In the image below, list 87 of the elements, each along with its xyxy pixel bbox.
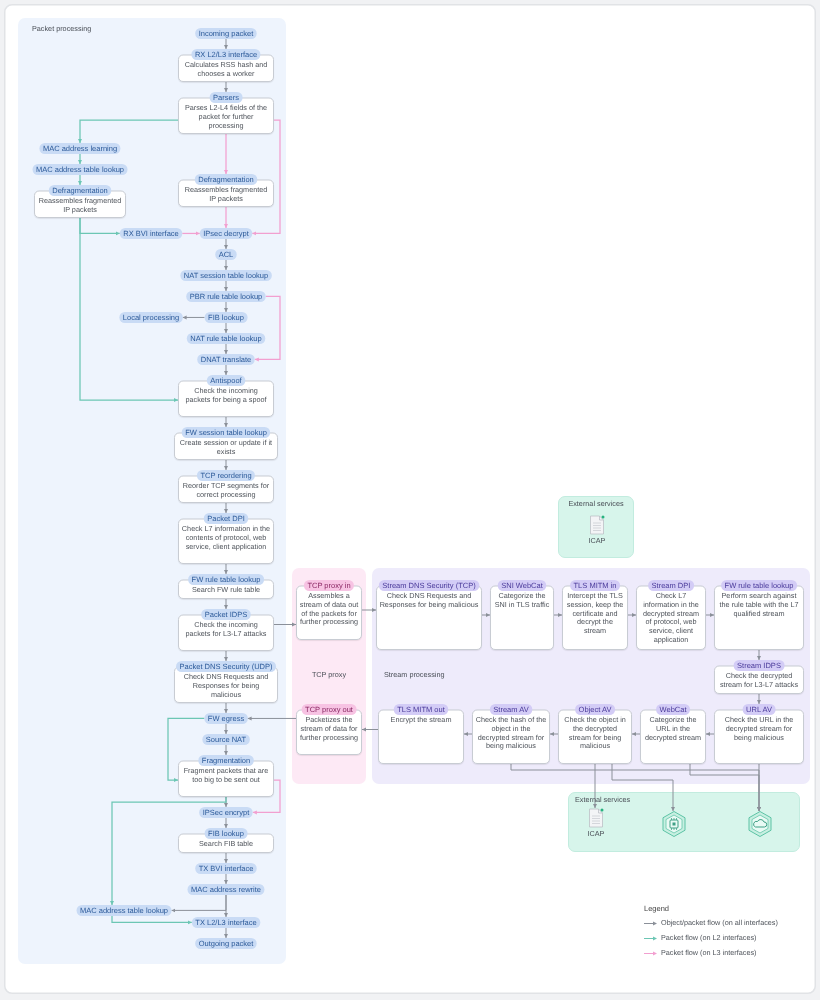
flow-arrow (171, 894, 227, 913)
flow-arrow (549, 732, 559, 736)
flow-arrow (631, 732, 641, 736)
flow-arrow (224, 364, 228, 376)
flow-arrow (224, 817, 228, 829)
flow-arrow (224, 459, 228, 471)
process-card (378, 704, 464, 764)
flow-arrow (247, 716, 297, 721)
process-card (296, 704, 362, 755)
flow-arrow (224, 744, 228, 756)
flow-arrow (224, 259, 228, 271)
process-card (174, 661, 278, 703)
flow-arrow (224, 343, 228, 355)
flow-arrow (224, 723, 228, 735)
flow-arrow (111, 915, 193, 925)
flow-arrow (224, 598, 228, 610)
flow-arrow (167, 717, 205, 782)
process-card (636, 580, 706, 650)
process-card (178, 92, 274, 134)
process-card (178, 174, 274, 207)
flow-arrow (224, 322, 228, 334)
process-card (472, 704, 550, 764)
flow-arrow (224, 280, 228, 292)
services-panel (568, 792, 800, 852)
flow-arrow (79, 217, 179, 402)
process-card (178, 375, 274, 417)
flow-arrow (78, 174, 82, 186)
flow-arrow (224, 38, 228, 50)
group-panel (18, 18, 286, 964)
flow-arrow (553, 613, 563, 617)
flow-arrow (224, 81, 228, 93)
flow-arrow (224, 927, 228, 939)
flow-arrow (361, 727, 379, 732)
flow-arrow (182, 315, 206, 320)
chip-hexagon-icon (662, 811, 686, 837)
process-card (178, 755, 274, 797)
process-card (178, 828, 274, 853)
flow-arrow (611, 763, 675, 812)
services-panel (558, 496, 634, 558)
process-card (174, 427, 278, 460)
flow-arrow (224, 563, 228, 575)
process-card (376, 580, 482, 650)
flow-arrow (224, 301, 228, 313)
flow-arrow (224, 702, 228, 714)
flow-arrow (705, 613, 715, 617)
process-card (490, 580, 554, 650)
process-card (296, 580, 362, 640)
flow-arrow (252, 779, 281, 815)
flow-arrow (757, 763, 761, 812)
flow-arrow (593, 763, 597, 809)
process-card (714, 580, 804, 650)
process-card (178, 470, 274, 503)
flow-arrow (361, 608, 377, 612)
flow-arrow (224, 238, 228, 250)
process-card (640, 704, 706, 764)
group-band (292, 568, 366, 784)
flow-arrow (463, 732, 473, 736)
flow-arrow (224, 502, 228, 514)
process-card (178, 609, 274, 651)
flow-arrow (251, 119, 281, 236)
flow-arrow (757, 649, 761, 661)
flow-arrow (224, 206, 228, 229)
cloud-hexagon-icon (748, 811, 772, 837)
flow-arrow (224, 852, 228, 864)
process-card (558, 704, 632, 764)
process-card (34, 185, 126, 218)
process-card (714, 704, 804, 764)
flow-arrow (481, 613, 491, 617)
process-card (714, 660, 804, 694)
flow-arrow (224, 650, 228, 662)
process-card (178, 574, 274, 599)
flow-arrow (78, 119, 179, 144)
process-card (178, 49, 274, 82)
flow-arrow (224, 873, 228, 885)
process-card (178, 513, 274, 564)
flow-arrow (627, 613, 637, 617)
flow-arrow (181, 231, 201, 236)
flow-arrow (224, 416, 228, 428)
flow-arrow (705, 732, 715, 736)
flow-arrow (78, 153, 82, 165)
flow-arrow (757, 693, 761, 705)
flow-arrow (224, 133, 228, 175)
group-band (372, 568, 810, 784)
process-card (562, 580, 628, 650)
flow-arrow (110, 796, 227, 906)
flow-arrow (254, 295, 281, 362)
flow-arrow (273, 622, 297, 627)
